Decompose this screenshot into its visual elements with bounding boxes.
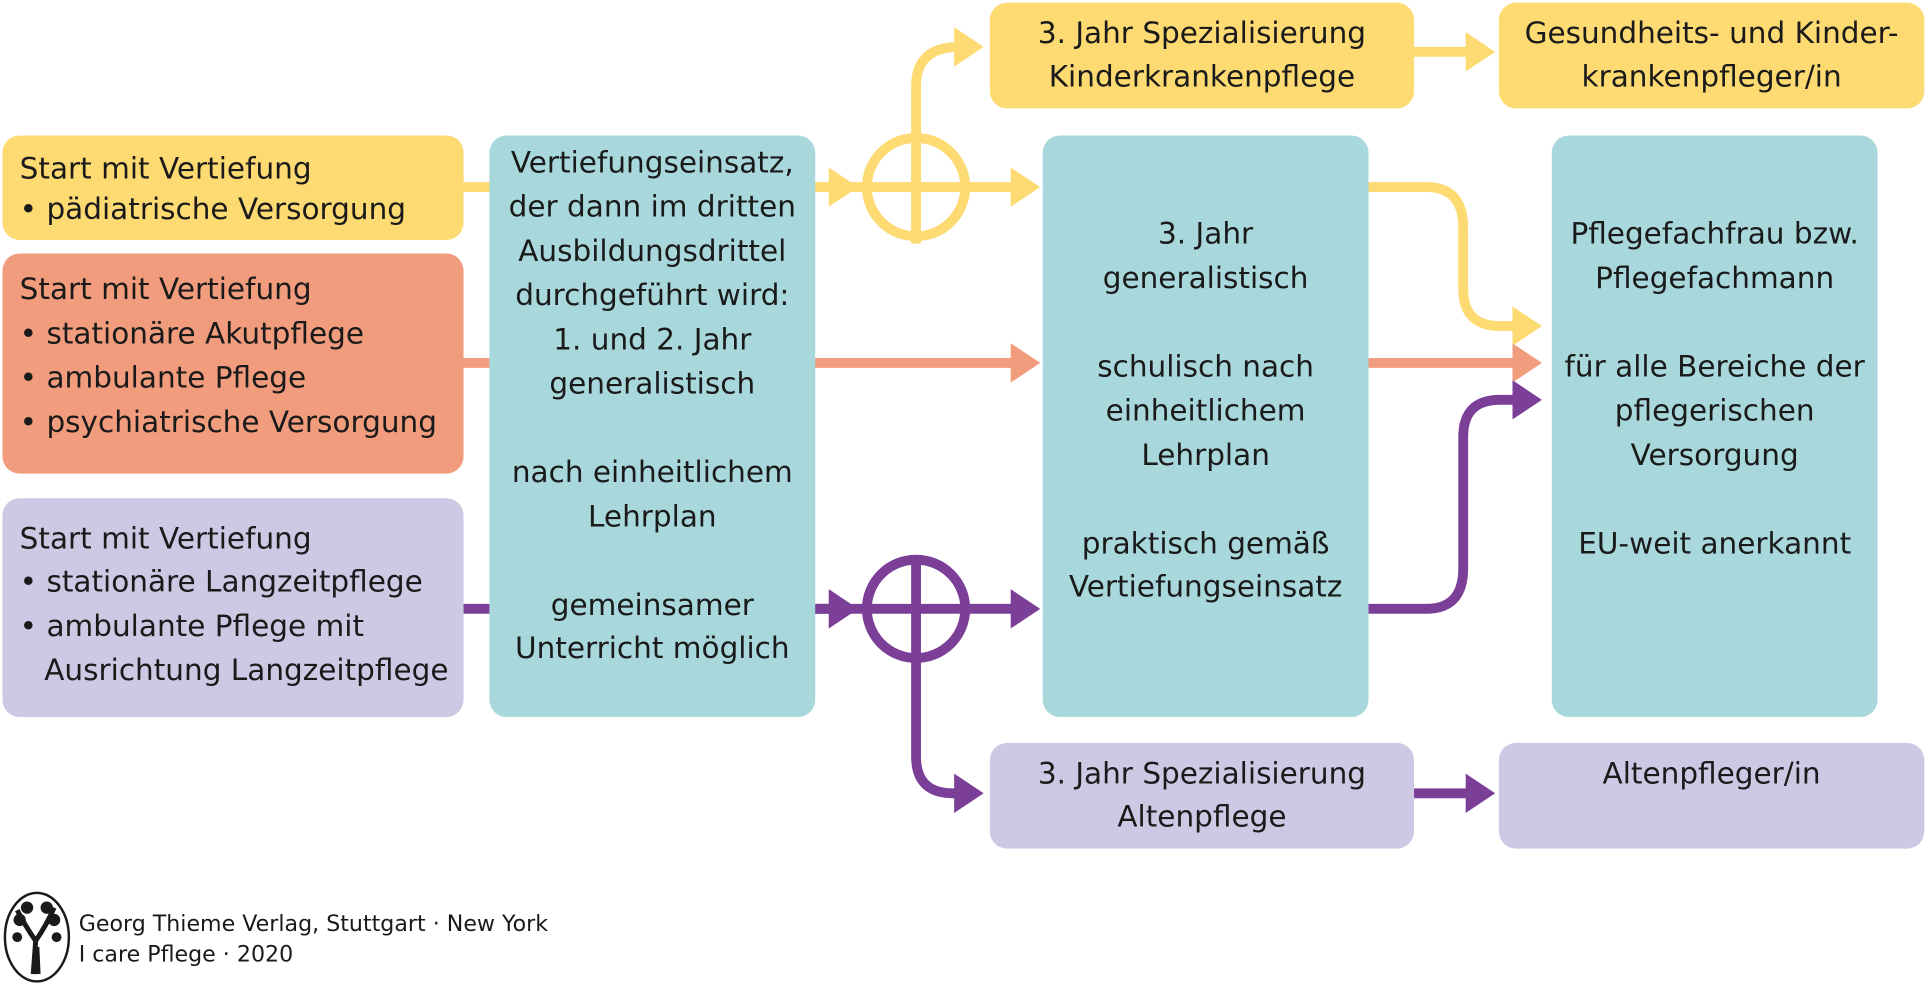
box-text-line: 3. Jahr: [1158, 217, 1254, 251]
box-start-longterm: Start mit Vertiefung • stationäre Langzei…: [2, 498, 464, 718]
box-result-children: Gesundheits- und Kinder-krankenpfleger/i…: [1498, 2, 1925, 109]
box-text-line: Start mit Vertiefung: [20, 522, 312, 556]
box-text-line: der dann im dritten: [509, 190, 796, 224]
box-text-line: 1. und 2. Jahr: [553, 322, 752, 356]
box-text-line: • pädiatrische Versorgung: [20, 192, 406, 226]
box-text-line: praktisch gemäß: [1082, 527, 1330, 561]
box-text-line: einheitlichem: [1106, 394, 1306, 428]
box-background: [489, 135, 816, 718]
box-text-line: Lehrplan: [588, 499, 717, 533]
box-background: [1042, 135, 1369, 718]
box-text-line: • stationäre Akutpflege: [20, 316, 364, 350]
box-text-line: gemeinsamer: [551, 588, 755, 622]
box-background: [1498, 742, 1925, 849]
box-text-line: EU-weit anerkannt: [1578, 527, 1851, 561]
box-text-line: Gesundheits- und Kinder-: [1525, 16, 1899, 50]
box-result-general: Pflegefachfrau bzw. Pflegefachmann für all…: [1551, 135, 1878, 718]
box-start-paediatric: Start mit Vertiefung • pädiatrische Verso…: [2, 135, 464, 240]
box-result-elderly: Altenpfleger/in: [1498, 742, 1925, 849]
box-text-line: krankenpfleger/in: [1582, 59, 1842, 93]
box-text-line: Pflegefachmann: [1595, 261, 1834, 295]
box-text-line: Vertiefungseinsatz,: [511, 145, 794, 179]
box-text-line: für alle Bereiche der: [1565, 349, 1866, 383]
box-spec-children: 3. Jahr SpezialisierungKinderkrankenpfle…: [989, 2, 1415, 109]
box-start-acute: Start mit Vertiefung • stationäre Akutpfl…: [2, 253, 464, 474]
box-years-1-2: Vertiefungseinsatz, der dann im drittenAu…: [489, 135, 816, 718]
box-background: [1551, 135, 1878, 718]
box-background: [2, 135, 464, 240]
box-text-line: Pflegefachfrau bzw.: [1570, 217, 1858, 251]
box-text-line: durchgeführt wird:: [515, 278, 789, 312]
box-text-line: 3. Jahr Spezialisierung: [1038, 756, 1366, 790]
publisher-text: Georg Thieme Verlag, Stuttgart · New Yor…: [79, 911, 549, 937]
box-text-line: Vertiefungseinsatz: [1069, 570, 1343, 604]
box-text-line: Unterricht möglich: [515, 631, 790, 665]
box-text-line: schulisch nach: [1097, 349, 1314, 383]
box-text-line: Ausrichtung Langzeitpflege: [44, 653, 448, 687]
footer: Georg Thieme Verlag, Stuttgart · New Yor…: [3, 891, 549, 983]
box-text-line: generalistisch: [549, 367, 755, 401]
box-text-line: Start mit Vertiefung: [20, 151, 312, 185]
box-text-line: • stationäre Langzeitpflege: [20, 565, 423, 599]
book-text: I care Pflege · 2020: [79, 942, 294, 968]
purple-arrow-to-spec: [911, 555, 984, 813]
thieme-tree-logo: [3, 891, 71, 983]
box-year-3-general: 3. Jahr generalistisch schulisch nach einhe…: [1042, 135, 1369, 718]
yellow-arrow-to-general-result: [1364, 182, 1542, 346]
box-text-line: Altenpfleger/in: [1603, 756, 1821, 790]
box-text-line: • psychiatrische Versorgung: [20, 405, 437, 439]
box-background: [2, 253, 464, 474]
box-text-line: Kinderkrankenpflege: [1049, 59, 1355, 93]
box-text-line: Ausbildungsdrittel: [518, 234, 786, 268]
box-text-line: Versorgung: [1631, 438, 1799, 472]
box-text-line: nach einheitlichem: [512, 455, 793, 489]
box-text-line: Lehrplan: [1141, 438, 1270, 472]
box-text-line: generalistisch: [1103, 261, 1309, 295]
box-text-line: Altenpflege: [1117, 799, 1286, 833]
purple-arrow-to-general-result: [1364, 380, 1542, 614]
box-text-line: • ambulante Pflege: [20, 361, 306, 395]
box-text-line: 3. Jahr Spezialisierung: [1038, 16, 1366, 50]
yellow-arrow-to-spec: [911, 27, 984, 244]
box-background: [2, 498, 464, 718]
box-background: [989, 742, 1415, 849]
box-background: [1498, 2, 1925, 109]
box-background: [989, 2, 1415, 109]
box-text-line: Start mit Vertiefung: [20, 272, 312, 306]
box-text-line: • ambulante Pflege mit: [20, 609, 364, 643]
box-text-line: pflegerischen: [1615, 394, 1815, 428]
